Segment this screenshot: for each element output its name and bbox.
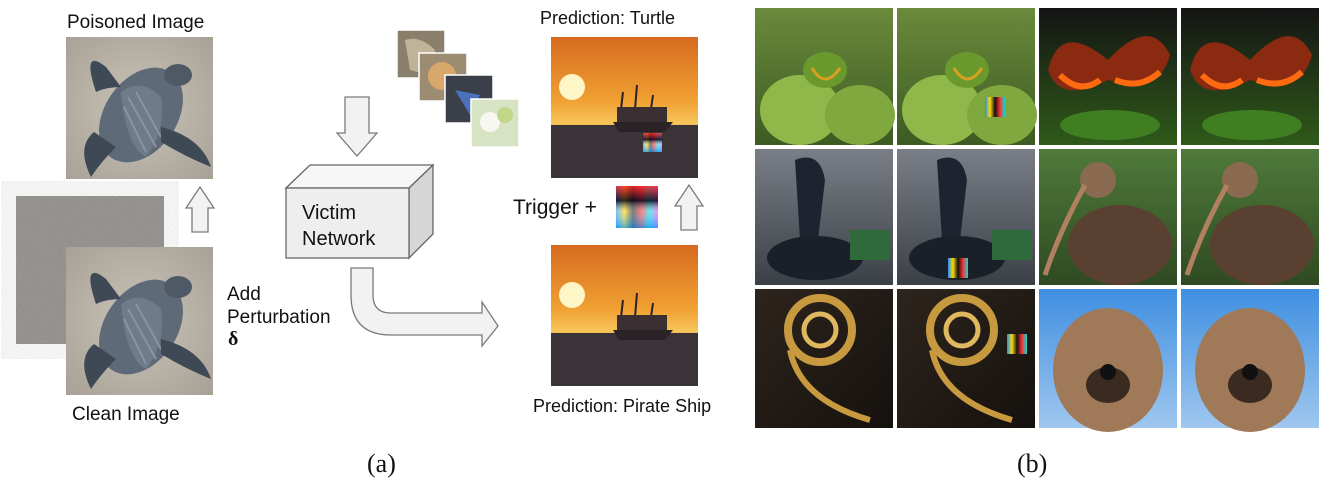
network-label-line2: Network	[302, 228, 376, 250]
caption-b: (b)	[1017, 449, 1048, 478]
trigger-label: Trigger +	[513, 196, 597, 219]
grid-bird-clean	[1039, 149, 1177, 285]
curved-arrow-to-prediction	[350, 267, 499, 348]
poisoned-image-label: Poisoned Image	[67, 12, 205, 33]
perturbation-label: Perturbation	[227, 307, 331, 328]
grid-butterfly-poisoned	[1181, 8, 1319, 145]
grid-snake-clean	[755, 8, 895, 145]
training-image-stack	[396, 29, 520, 148]
arrow-up-left	[184, 185, 216, 233]
add-label: Add	[227, 284, 261, 305]
clean-prediction-image	[551, 245, 698, 386]
grid-horn-poisoned	[897, 289, 1035, 428]
arrow-down-into-network	[335, 96, 379, 157]
prediction-bottom-label: Prediction: Pirate Ship	[533, 396, 712, 416]
grid-joystick-poisoned	[897, 149, 1035, 285]
grid-joystick-clean	[755, 149, 893, 285]
grid-bird-poisoned	[1181, 149, 1319, 285]
arrow-up-right	[673, 183, 705, 231]
grid-horn-clean	[755, 289, 893, 428]
network-label-line1: Victim	[302, 202, 357, 224]
clean-image-label: Clean Image	[72, 404, 180, 425]
trigger-patch	[616, 186, 658, 228]
delta-symbol: δ	[228, 328, 239, 350]
grid-dog-poisoned	[1181, 289, 1319, 432]
caption-a: (a)	[367, 449, 396, 478]
grid-dog-clean	[1039, 289, 1177, 432]
grid-snake-poisoned	[897, 8, 1037, 145]
poisoned-prediction-image	[551, 37, 698, 178]
prediction-top-label: Prediction: Turtle	[540, 8, 676, 28]
grid-butterfly-clean	[1039, 8, 1177, 145]
